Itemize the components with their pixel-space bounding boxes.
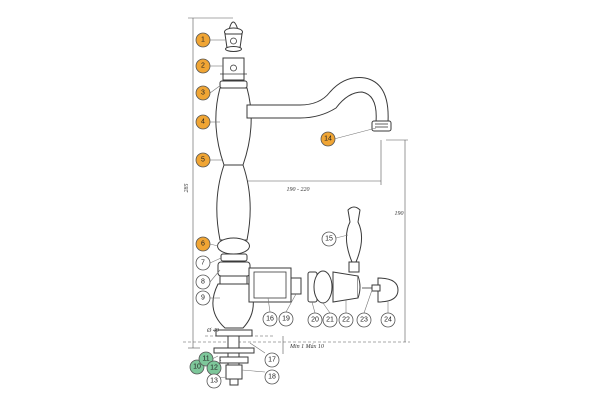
svg-text:14: 14 bbox=[324, 136, 332, 143]
svg-text:6: 6 bbox=[201, 241, 205, 248]
svg-text:7: 7 bbox=[201, 260, 205, 267]
svg-text:9: 9 bbox=[201, 295, 205, 302]
svg-text:15: 15 bbox=[325, 236, 333, 243]
svg-text:8: 8 bbox=[201, 279, 205, 286]
svg-text:1: 1 bbox=[201, 37, 205, 44]
callout-3: 3 bbox=[195, 85, 211, 101]
svg-text:3: 3 bbox=[201, 90, 205, 97]
svg-text:4: 4 bbox=[201, 119, 205, 126]
svg-text:17: 17 bbox=[268, 357, 276, 364]
spout bbox=[246, 77, 389, 123]
dimension-lines bbox=[183, 17, 410, 354]
dim-spout-reach: 190 - 220 bbox=[287, 187, 310, 193]
svg-text:21: 21 bbox=[326, 317, 334, 324]
svg-text:16: 16 bbox=[266, 316, 274, 323]
callout-24: 24 bbox=[380, 312, 396, 328]
svg-text:12: 12 bbox=[210, 365, 218, 372]
callout-9: 9 bbox=[195, 290, 211, 306]
callout-8: 8 bbox=[195, 274, 211, 290]
part-callouts: 1 2 3 4 5 6 7 8 9 10 11 12 13 14 15 16 1… bbox=[189, 32, 396, 389]
svg-text:13: 13 bbox=[210, 378, 218, 385]
dim-overall-height: 285 bbox=[184, 184, 190, 193]
faucet-body bbox=[212, 21, 392, 386]
callout-14: 14 bbox=[320, 131, 336, 147]
svg-text:5: 5 bbox=[201, 157, 205, 164]
callout-7: 7 bbox=[195, 255, 211, 271]
svg-text:10: 10 bbox=[193, 364, 201, 371]
dim-spout-height: 190 bbox=[395, 211, 404, 217]
svg-text:19: 19 bbox=[282, 316, 290, 323]
svg-text:18: 18 bbox=[268, 374, 276, 381]
side-valve-parts bbox=[307, 206, 399, 304]
callout-4: 4 bbox=[195, 114, 211, 130]
callout-2: 2 bbox=[195, 58, 211, 74]
callout-1: 1 bbox=[195, 32, 211, 48]
callout-22: 22 bbox=[338, 312, 354, 328]
callout-5: 5 bbox=[195, 152, 211, 168]
callout-13: 13 bbox=[206, 373, 222, 389]
callout-21: 21 bbox=[322, 312, 338, 328]
callout-16: 16 bbox=[262, 311, 278, 327]
dimension-labels: 285 190 - 220 190 Ø 49 Min 1 Máx 10 bbox=[184, 184, 404, 351]
dim-hole-diameter: Ø 49 bbox=[206, 327, 219, 334]
callout-15: 15 bbox=[321, 231, 337, 247]
svg-text:2: 2 bbox=[201, 63, 205, 70]
callout-17: 17 bbox=[264, 352, 280, 368]
callout-23: 23 bbox=[356, 312, 372, 328]
svg-text:23: 23 bbox=[360, 317, 368, 324]
svg-text:20: 20 bbox=[311, 317, 319, 324]
callout-6: 6 bbox=[195, 236, 211, 252]
callout-12: 12 bbox=[206, 360, 222, 376]
callout-19: 19 bbox=[278, 311, 294, 327]
svg-text:11: 11 bbox=[202, 356, 209, 363]
dim-deck-thickness: Min 1 Máx 10 bbox=[289, 344, 324, 350]
callout-18: 18 bbox=[264, 369, 280, 385]
callout-20: 20 bbox=[307, 312, 323, 328]
leader-lines bbox=[209, 39, 389, 379]
svg-text:24: 24 bbox=[384, 317, 392, 324]
svg-text:22: 22 bbox=[342, 317, 350, 324]
side-lever-handle bbox=[346, 206, 362, 263]
